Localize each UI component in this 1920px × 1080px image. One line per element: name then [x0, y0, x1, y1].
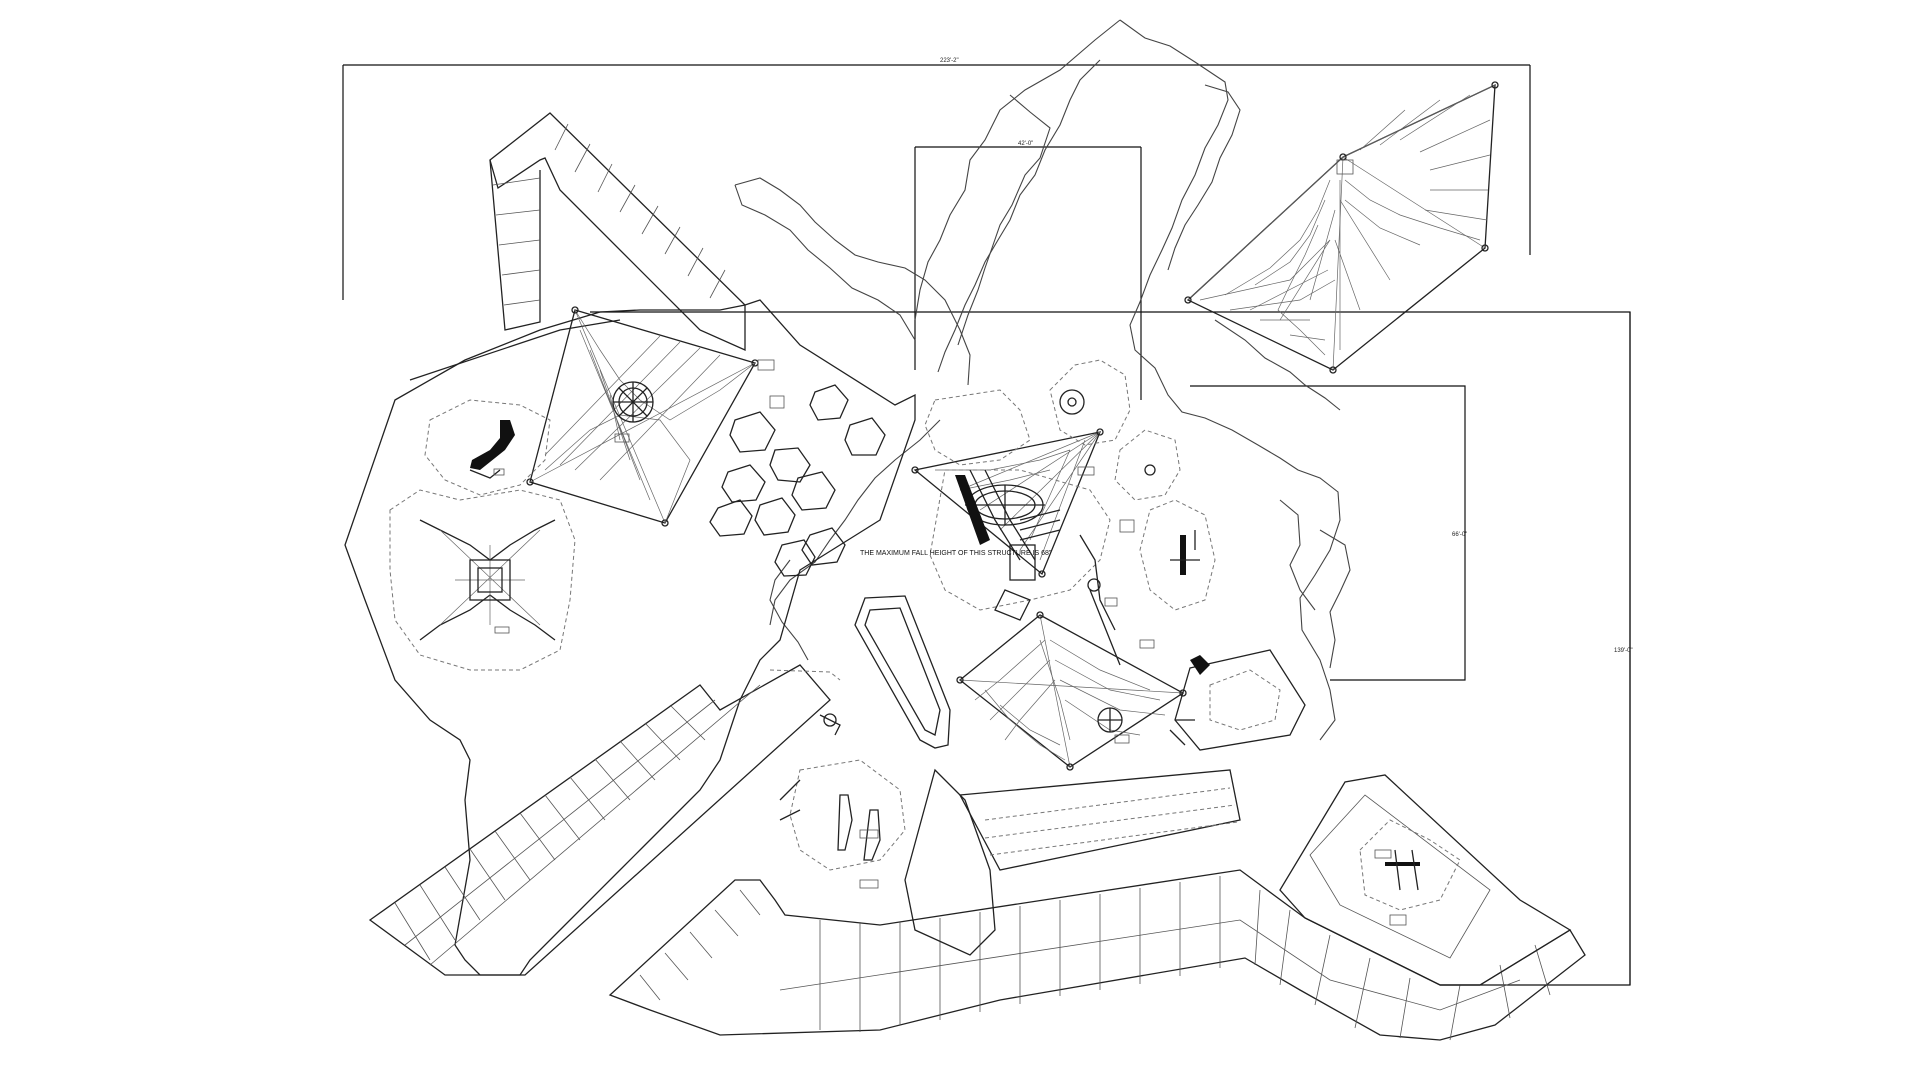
lower-left-equipment [769, 669, 906, 871]
equipment-tags [493, 159, 1407, 926]
walkway-lower-center [608, 869, 1586, 1041]
spider-net-center-lower [956, 611, 1187, 771]
dimension-lines [342, 64, 1631, 986]
inner-width-dimension: 42'-0" [1018, 141, 1033, 147]
overall-width-dimension: 223'-2" [940, 58, 959, 64]
left-play-area [344, 299, 916, 976]
walkway-lower-left [368, 664, 831, 976]
access-ramp [904, 768, 1241, 956]
rock-edge-boundary [914, 19, 1351, 741]
triangle-planter [854, 595, 951, 749]
right-height-dimension: 66'-0" [1452, 532, 1467, 538]
overall-height-dimension: 139'-0" [1614, 648, 1633, 654]
spider-net-left-upper [526, 306, 759, 527]
fall-height-note: THE MAXIMUM FALL HEIGHT OF THIS STRUCTUR… [860, 550, 1052, 557]
circular-play-pads [1049, 359, 1306, 751]
walkway-upper-left [489, 112, 746, 352]
lower-right-pad [1279, 774, 1572, 986]
left-play-pads [389, 399, 576, 671]
spider-net-top-right [1184, 81, 1499, 374]
stepping-stones [709, 384, 886, 577]
